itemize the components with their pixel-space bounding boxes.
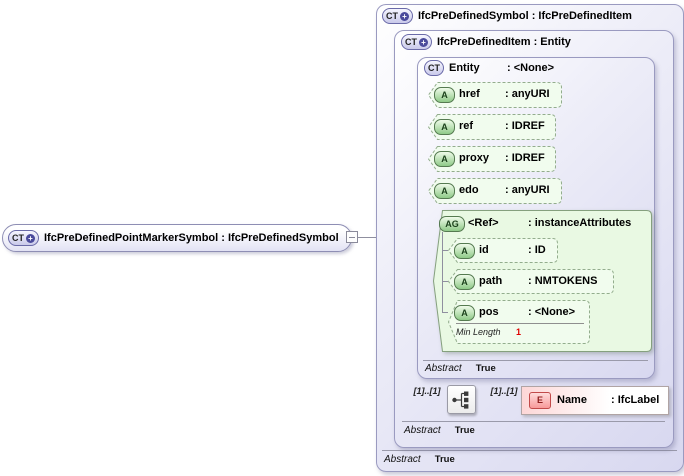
attribute-badge: A <box>454 274 475 290</box>
root-element-label: IfcPreDefinedPointMarkerSymbol : IfcPreD… <box>44 232 339 244</box>
type-name: Entity <box>449 62 480 74</box>
attribute-badge: A <box>434 119 455 135</box>
attribute-badge: A <box>454 305 475 321</box>
type-title: IfcPreDefinedSymbol : IfcPreDefinedItem <box>418 10 632 22</box>
derived-plus-icon: + <box>400 11 409 21</box>
attribute-name: ref <box>459 120 474 132</box>
complextype-badge: CT+ <box>401 34 432 50</box>
attribute-shape <box>448 269 614 294</box>
attribute-shape <box>428 178 562 204</box>
attribute-name: proxy <box>459 152 489 164</box>
abstract-label: Abstract <box>425 363 462 374</box>
attribute-shape <box>428 146 556 172</box>
sequence-glyph <box>452 391 469 409</box>
attribute-box-edo[interactable]: A edo : anyURI <box>428 178 562 204</box>
attribute-name: href <box>459 88 480 100</box>
attribute-badge: A <box>434 183 455 199</box>
element-type: : IfcLabel <box>611 394 660 406</box>
attribute-type: : anyURI <box>505 88 550 100</box>
attribute-box-path[interactable]: A path : NMTOKENS <box>448 269 614 294</box>
footer-rule <box>423 360 648 361</box>
root-element-box[interactable]: CT+ IfcPreDefinedPointMarkerSymbol : Ifc… <box>2 224 352 252</box>
type-header-ifcpredefinedsymbol[interactable]: CT+ IfcPreDefinedSymbol : IfcPreDefinedI… <box>382 8 632 24</box>
attribute-type: : <None> <box>528 306 576 318</box>
abstract-footer-entity: Abstract True <box>425 363 496 374</box>
sequence-icon[interactable] <box>447 385 476 414</box>
complextype-badge: CT+ <box>8 230 39 246</box>
attribute-box-href[interactable]: A href : anyURI <box>428 82 562 108</box>
attribute-type: : IDREF <box>505 120 545 132</box>
attribute-shape <box>448 238 558 263</box>
connector-trunk-group <box>442 232 443 312</box>
type-header-ifcpredefineditem[interactable]: CT+ IfcPreDefinedItem : Entity <box>401 34 571 50</box>
attribute-type: : IDREF <box>505 152 545 164</box>
type-header-entity[interactable]: CT Entity : <None> <box>424 60 554 76</box>
attribute-box-id[interactable]: A id : ID <box>448 238 558 263</box>
attribute-badge: A <box>434 151 455 167</box>
cardinality-label-left: [1]..[1] <box>413 386 441 396</box>
attribute-group-name: <Ref> <box>468 217 499 229</box>
attribute-box-pos[interactable]: A pos : <None> Min Length 1 <box>448 300 590 344</box>
abstract-value: True <box>434 454 455 465</box>
abstract-footer-item: Abstract True <box>404 425 475 436</box>
derived-plus-icon: + <box>419 37 428 47</box>
type-annotation: : <None> <box>507 62 555 74</box>
attribute-group-badge: AG <box>439 216 465 232</box>
connector-stub-id <box>442 250 448 251</box>
attribute-type: : ID <box>528 244 546 256</box>
element-box-name[interactable]: E Name : IfcLabel <box>521 386 669 415</box>
min-length-label: Min Length <box>456 327 501 337</box>
attribute-badge: A <box>454 243 475 259</box>
complextype-badge: CT <box>424 60 444 76</box>
attribute-shape <box>428 114 556 140</box>
attribute-type: : NMTOKENS <box>528 275 598 287</box>
attribute-box-proxy[interactable]: A proxy : IDREF <box>428 146 556 172</box>
footer-rule <box>382 450 677 451</box>
abstract-value: True <box>454 425 475 436</box>
cardinality-label-right: [1]..[1] <box>490 386 518 396</box>
attribute-name: edo <box>459 184 479 196</box>
facet-rule <box>456 323 584 324</box>
attribute-shape <box>428 82 562 108</box>
connector-stub-pos <box>442 312 448 313</box>
abstract-value: True <box>475 363 496 374</box>
attribute-name: pos <box>479 306 499 318</box>
attribute-badge: A <box>434 87 455 103</box>
footer-rule <box>402 421 665 422</box>
connector-stub-path <box>442 281 448 282</box>
attribute-group-type: : instanceAttributes <box>528 217 632 229</box>
attribute-shape <box>448 300 590 344</box>
abstract-label: Abstract <box>384 454 421 465</box>
attribute-type: : anyURI <box>505 184 550 196</box>
attribute-name: path <box>479 275 503 287</box>
attribute-box-ref[interactable]: A ref : IDREF <box>428 114 556 140</box>
element-name: Name <box>557 394 587 406</box>
attribute-name: id <box>479 244 489 256</box>
min-length-value: 1 <box>516 327 522 337</box>
derived-plus-icon: + <box>26 233 35 243</box>
element-badge: E <box>529 392 551 409</box>
type-title: IfcPreDefinedItem : Entity <box>437 36 571 48</box>
abstract-label: Abstract <box>404 425 441 436</box>
complextype-badge: CT+ <box>382 8 413 24</box>
abstract-footer-symbol: Abstract True <box>384 454 455 465</box>
connector-handle <box>346 231 358 243</box>
